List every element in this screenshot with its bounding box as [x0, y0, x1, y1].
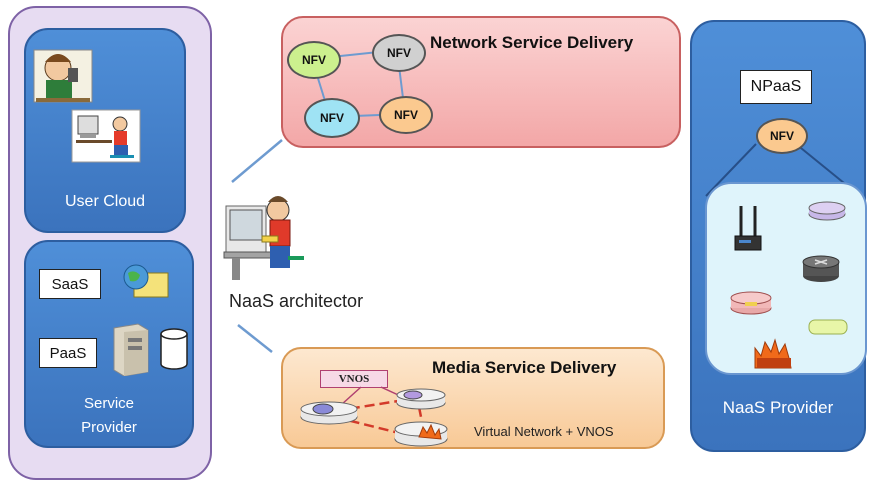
firewall-icon [754, 338, 792, 369]
red-router-icon [730, 291, 772, 315]
purple-router-icon [808, 201, 846, 221]
media-service-subtitle: Virtual Network + VNOS [474, 424, 614, 439]
virtual-network-graphic [300, 386, 448, 447]
person-with-phone-icon [33, 49, 93, 103]
service-provider-label-line1: Service [83, 395, 135, 412]
media-service-title: Media Service Delivery [432, 358, 617, 377]
naas-provider-label: NaaS Provider [722, 398, 834, 417]
naas-nfv-node: NFV [756, 118, 808, 154]
vnos-label: VNOS [320, 370, 388, 388]
media-service-panel [281, 347, 665, 449]
architect-person-icon [223, 196, 304, 280]
database-icon [160, 328, 188, 370]
nfv-node-orange: NFV [379, 96, 433, 134]
user-cloud-illustrations [33, 49, 141, 163]
server-icon [113, 323, 149, 376]
service-provider-label-line2: Provider [81, 419, 137, 436]
paas-box: PaaS [39, 338, 97, 368]
nfv-node-cyan: NFV [304, 98, 360, 138]
wireless-router-icon [734, 206, 762, 251]
infrastructure-devices [730, 201, 848, 369]
lime-device-icon [808, 319, 848, 335]
nfv-node-gray: NFV [372, 34, 426, 72]
network-service-title: Network Service Delivery [430, 33, 634, 52]
person-at-computer-icon [71, 109, 141, 163]
globe-folder-icon [123, 264, 169, 298]
saas-box: SaaS [39, 269, 101, 299]
nfv-node-green: NFV [287, 41, 341, 79]
user-cloud-label: User Cloud [64, 193, 146, 210]
architect-label: NaaS architector [229, 291, 364, 311]
core-switch-icon [802, 255, 840, 282]
npaas-box: NPaaS [740, 70, 812, 104]
